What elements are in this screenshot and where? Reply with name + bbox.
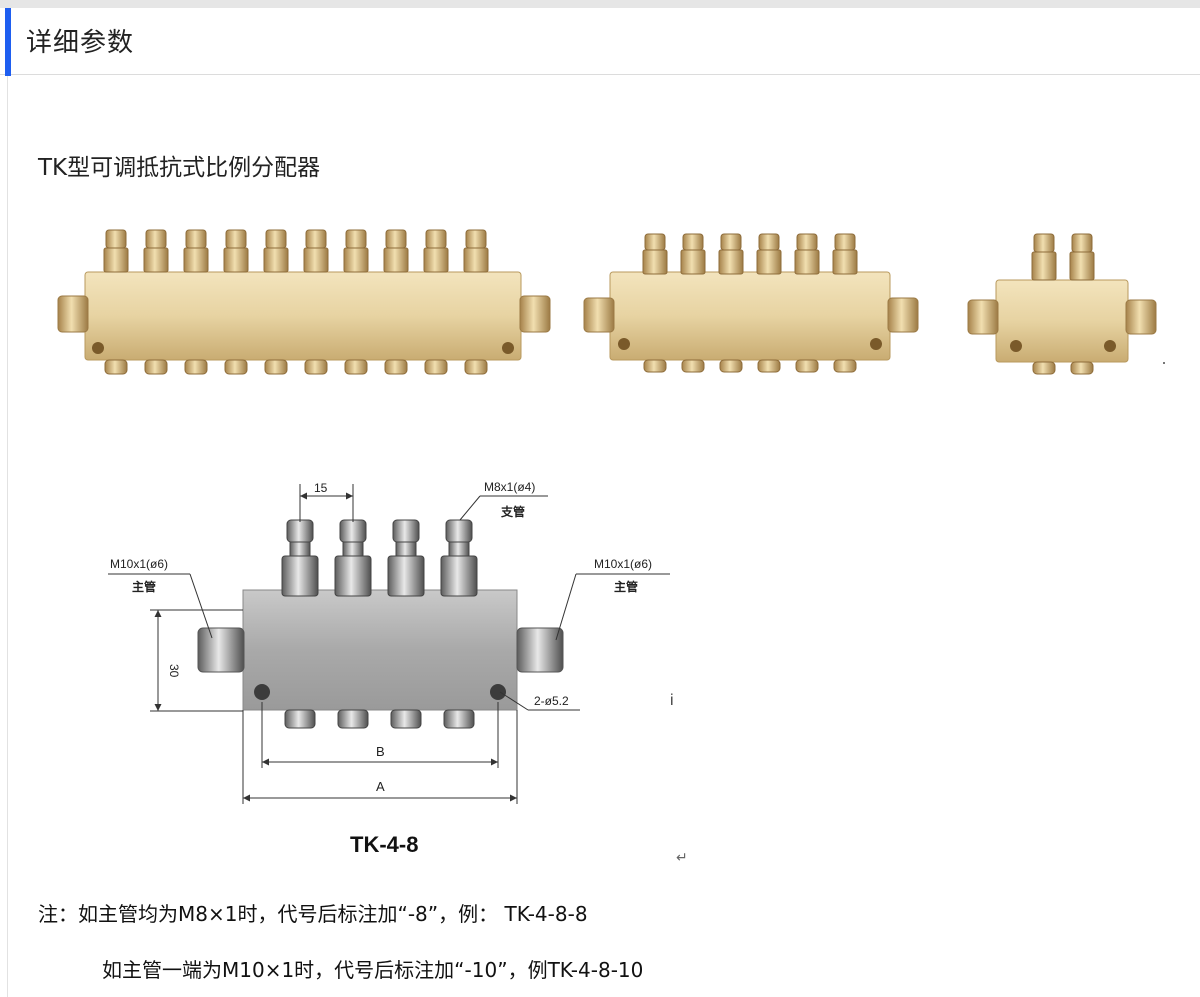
- b-dimension: [261, 702, 499, 768]
- product-photo-10-outlet: [57, 229, 551, 375]
- branch-pipe-label: 支管: [500, 504, 525, 519]
- a-label: A: [376, 779, 385, 794]
- text-cursor-mark: i: [670, 692, 674, 709]
- main-thread-label-left: M10x1(ø6): [110, 557, 168, 571]
- outlet-fittings: [103, 229, 489, 375]
- main-port-left: [197, 627, 245, 673]
- note-line-2: 如主管一端为M10×1时，代号后标注加“-10”，例TK-4-8-10: [102, 958, 644, 982]
- stray-dot: [1163, 362, 1165, 364]
- top-band: [0, 0, 1200, 8]
- hole-leader: [499, 691, 580, 711]
- paragraph-return-mark: ↵: [676, 850, 688, 866]
- product-photo-6-outlet: [583, 233, 919, 373]
- section-accent-bar: [5, 8, 11, 76]
- mount-hole-right: [490, 684, 506, 700]
- pitch-dimension: [299, 484, 354, 522]
- branch-thread-label: M8x1(ø4): [484, 480, 535, 494]
- product-photo-2-outlet: [967, 233, 1157, 375]
- note-line-1: 注：如主管均为M8×1时，代号后标注加“-8”，例： TK-4-8-8: [38, 902, 588, 926]
- branch-leader: [459, 495, 548, 521]
- section-header: [0, 8, 1200, 75]
- height-value: 30: [167, 664, 181, 678]
- manifold-body: [242, 589, 518, 711]
- product-title: TK型可调抵抗式比例分配器: [38, 155, 321, 181]
- technical-drawing: 15 M8x1(ø4) 支管 M10x1(ø6) 主管 M10x1(ø6) 主管…: [108, 480, 674, 804]
- main-port-right: [516, 627, 564, 673]
- hole-spec-label: 2-ø5.2: [534, 694, 569, 708]
- a-dimension: [242, 710, 518, 804]
- main-thread-label-right: M10x1(ø6): [594, 557, 652, 571]
- outlet-fittings: [642, 233, 858, 373]
- model-label: TK-4-8: [350, 832, 419, 857]
- section-title: 详细参数: [26, 28, 135, 58]
- height-dimension: [150, 609, 243, 712]
- pitch-value: 15: [314, 481, 328, 495]
- content-left-border: [7, 76, 8, 997]
- b-label: B: [376, 744, 385, 759]
- main-pipe-label-left: 主管: [132, 579, 156, 594]
- main-leader-left: [108, 573, 213, 639]
- outlet-fittings: [1031, 233, 1095, 375]
- main-leader-right: [555, 573, 670, 641]
- mount-hole-left: [254, 684, 270, 700]
- branch-outlets: [281, 519, 478, 729]
- main-pipe-label-right: 主管: [614, 579, 638, 594]
